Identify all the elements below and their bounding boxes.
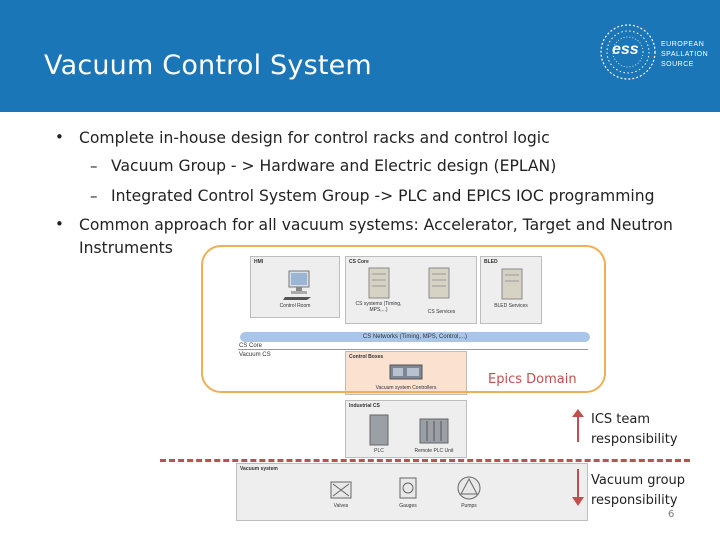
bullet-dot: •: [55, 215, 64, 233]
remote-plc-icon: [419, 418, 449, 444]
server-rack-icon: [428, 267, 450, 299]
plc-cabinet-icon: [369, 414, 389, 446]
bullet-item: Common approach for all vacuum systems: …: [79, 216, 673, 234]
pump-icon: [457, 476, 481, 500]
vacuum-cs-line-label: Vacuum CS: [239, 352, 271, 358]
valve-icon: [330, 481, 352, 499]
epics-domain-frame: [201, 245, 606, 393]
bullet-item: Complete in-house design for control rac…: [79, 129, 550, 147]
slide-header: Vacuum Control System ess EUROPEAN SPALL…: [0, 0, 720, 112]
ics-responsibility-label: ICS team responsibility: [591, 412, 678, 447]
controller-box-icon: [389, 364, 423, 380]
cs-core-line-label: CS Core: [239, 343, 263, 349]
bullet-dot: •: [55, 128, 64, 146]
gauge-icon: [399, 477, 417, 499]
cs-core-panel: CS Core CS systems (Timing, MPS,...) CS …: [345, 256, 477, 324]
control-boxes-panel: Control Boxes Vacuum system Controllers: [345, 351, 467, 395]
ess-logo-icon: [600, 24, 656, 80]
bullet-item-continued: Instruments: [79, 239, 173, 257]
bled-panel: BLED BLED Services: [480, 256, 542, 324]
server-rack-icon: [501, 268, 523, 300]
responsibility-divider: [160, 459, 690, 462]
page-number: 6: [668, 509, 675, 520]
industrial-cs-panel: Industrial CS PLC Remote PLC Unit: [345, 400, 467, 458]
vacuum-system-panel: Vacuum system Valves Gauges Pumps: [236, 463, 588, 521]
vacuum-arrow-down-icon: [572, 469, 584, 506]
epics-domain-label: Epics Domain: [488, 372, 577, 387]
cs-network-bar: CS Networks (Timing, MPS, Control,...): [240, 332, 590, 342]
ess-logo-mark: ess: [612, 41, 639, 58]
hmi-panel: HMI Control Room: [250, 256, 340, 318]
divider-line: [238, 349, 588, 350]
sub-bullet-item: Vacuum Group - > Hardware and Electric d…: [111, 157, 557, 175]
sub-bullet-dash: –: [90, 187, 98, 205]
computer-icon: [283, 270, 311, 300]
sub-bullet-dash: –: [90, 157, 98, 175]
server-rack-icon: [368, 267, 390, 299]
sub-bullet-item: Integrated Control System Group -> PLC a…: [111, 187, 655, 205]
ess-logo-text: EUROPEAN SPALLATION SOURCE: [661, 41, 709, 68]
slide-title: Vacuum Control System: [44, 50, 372, 81]
vacuum-responsibility-label: Vacuum group responsibility: [591, 473, 686, 508]
ics-arrow-up-icon: [572, 409, 584, 442]
